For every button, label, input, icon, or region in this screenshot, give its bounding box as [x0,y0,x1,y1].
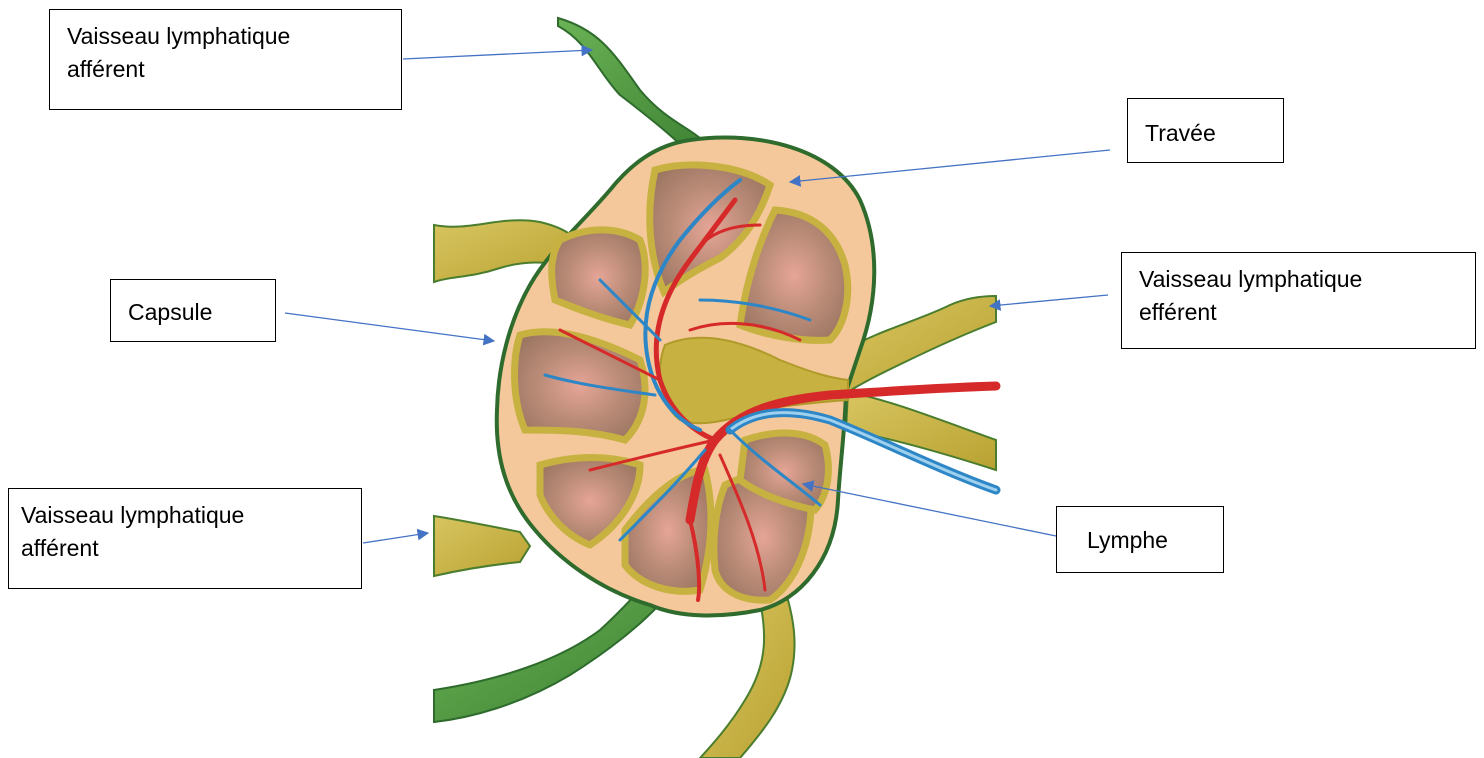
label-efferent-vessel: Vaisseau lymphatique efférent [1121,252,1476,349]
vessel-bottom [700,600,795,758]
label-afferent-vessel-bottom: Vaisseau lymphatique afférent [8,488,362,589]
arrow-efferent [990,295,1108,306]
label-capsule: Capsule [110,279,276,342]
afferent-vessel-lower-left [434,516,530,576]
afferent-vessel-top [558,18,712,158]
label-lymphe: Lymphe [1056,506,1224,573]
arrow-capsule [285,313,494,341]
arrow-afferent-top [403,50,592,59]
arrow-travee [790,150,1110,182]
label-afferent-vessel-top: Vaisseau lymphatique afférent [49,9,402,110]
arrow-lymphe [803,484,1056,536]
arrow-afferent-bottom [363,533,428,543]
label-travee: Travée [1127,98,1284,163]
vessel-bottom-left [434,590,658,722]
